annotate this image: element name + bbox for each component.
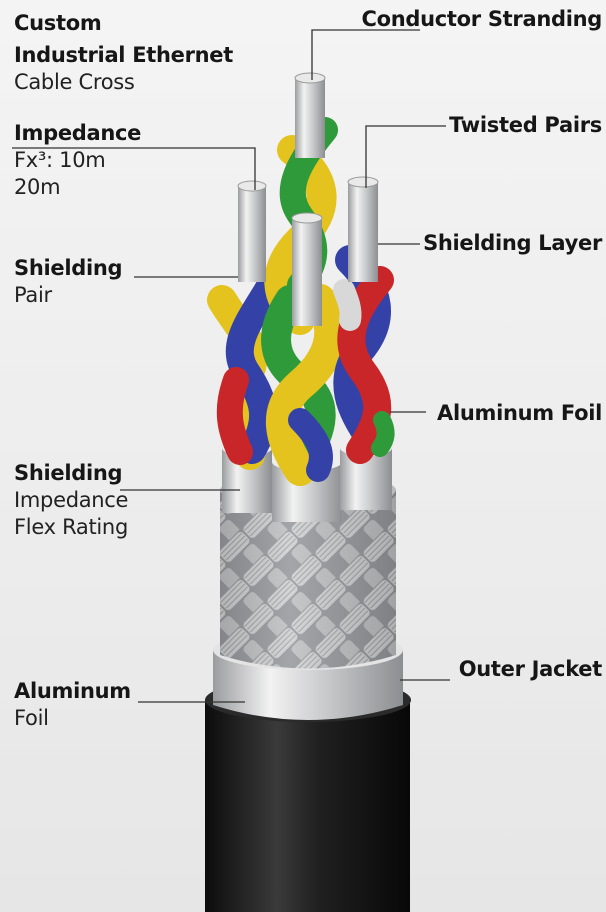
leader-impedance xyxy=(12,147,256,190)
leader-conductor-stranding xyxy=(311,29,420,80)
label-twisted-pairs: Twisted Pairs xyxy=(449,113,602,137)
label-custom: Custom xyxy=(14,11,102,35)
exposed-conductors xyxy=(237,72,379,326)
label-shielding-layer: Shielding Layer xyxy=(423,231,602,255)
label-shielding-pair: Shielding Pair xyxy=(14,256,123,307)
label-aluminum-foil-right: Aluminum Foil xyxy=(437,401,602,425)
label-industrial-ethernet: Industrial Ethernet Cable Cross xyxy=(14,43,233,94)
label-impedance: Impedance Fx³: 10m 20m xyxy=(14,121,142,199)
label-outer-jacket: Outer Jacket xyxy=(458,657,603,681)
label-aluminum-foil-left: Aluminum Foil xyxy=(14,679,131,730)
leader-twisted-pairs xyxy=(365,125,446,188)
label-shielding-impedance-flex: Shielding Impedance Flex Rating xyxy=(14,461,129,539)
label-conductor-stranding: Conductor Stranding xyxy=(361,7,602,31)
leader-lines xyxy=(12,29,450,703)
